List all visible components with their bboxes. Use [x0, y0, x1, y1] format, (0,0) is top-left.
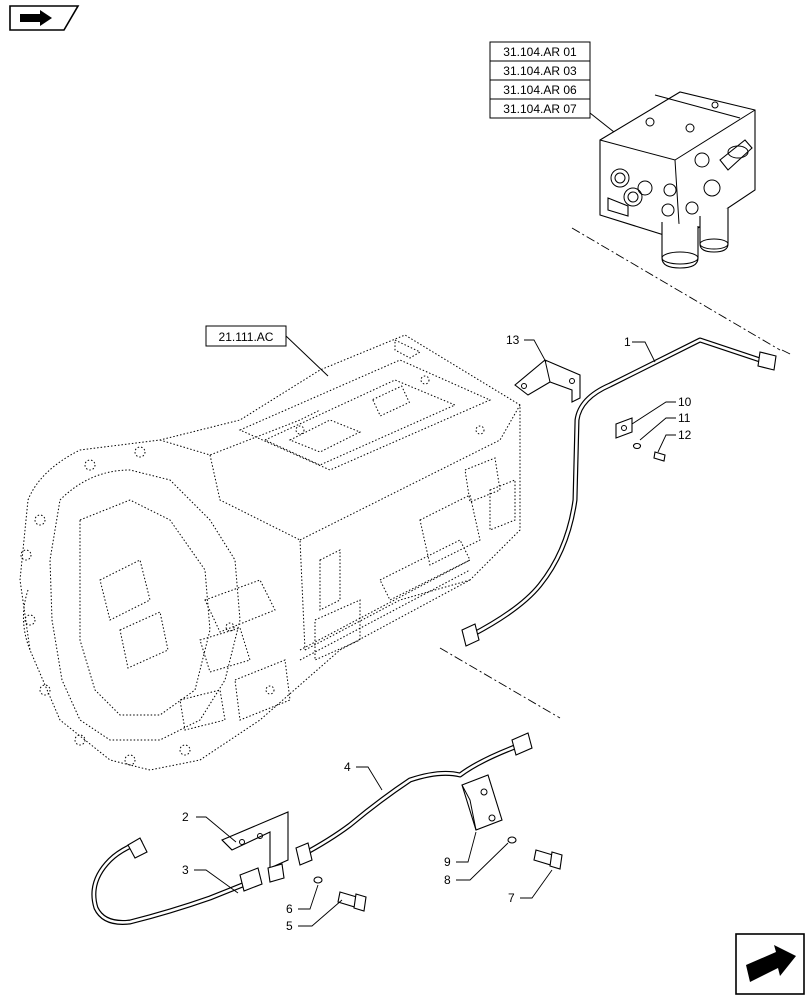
tube-1-upper-connection	[781, 349, 793, 356]
bolt-12	[653, 451, 666, 462]
valve-ref-4[interactable]: 31.104.AR 07	[503, 102, 577, 116]
callout-13: 13	[506, 333, 520, 347]
bracket-2	[221, 811, 289, 869]
valve-ref-3[interactable]: 31.104.AR 06	[503, 83, 577, 97]
valve-reference-boxes: 31.104.AR 01 31.104.AR 03 31.104.AR 06 3…	[489, 41, 615, 133]
bolt-7	[533, 849, 563, 870]
callout-7: 7	[508, 891, 515, 905]
washer-11	[632, 442, 642, 450]
callout-6: 6	[286, 902, 293, 916]
callout-labels: 1 2 3 4 5 6 7 8 9 10 11 12 13	[182, 333, 692, 933]
callout-1: 1	[624, 335, 631, 349]
washer-6	[313, 876, 323, 884]
hose-3	[91, 837, 285, 925]
callout-10: 10	[678, 395, 692, 409]
callout-8: 8	[444, 873, 451, 887]
callout-5: 5	[286, 919, 293, 933]
bracket-9	[461, 774, 503, 831]
tube-1-lower-connection	[439, 647, 561, 719]
tube-1	[461, 337, 777, 647]
valve-connection-line	[571, 227, 781, 351]
housing-ref[interactable]: 21.111.AC	[219, 330, 274, 344]
leader-lines	[194, 339, 676, 927]
housing-reference: 21.111.AC	[205, 325, 329, 377]
bolt-5	[337, 891, 367, 912]
clip-10	[615, 417, 633, 439]
callout-4: 4	[344, 760, 351, 774]
valve-ref-2[interactable]: 31.104.AR 03	[503, 64, 577, 78]
callout-2: 2	[182, 810, 189, 824]
washer-8	[507, 836, 517, 844]
callout-12: 12	[678, 428, 692, 442]
tube-4	[295, 732, 533, 866]
transmission-housing	[19, 334, 521, 771]
callout-3: 3	[182, 863, 189, 877]
book-arrow-icon[interactable]	[9, 5, 80, 31]
next-page-arrow-icon[interactable]	[735, 933, 805, 995]
valve-block	[599, 91, 756, 269]
callout-11: 11	[678, 411, 691, 425]
valve-ref-1[interactable]: 31.104.AR 01	[503, 45, 577, 59]
callout-9: 9	[444, 855, 451, 869]
bracket-13	[514, 359, 581, 403]
